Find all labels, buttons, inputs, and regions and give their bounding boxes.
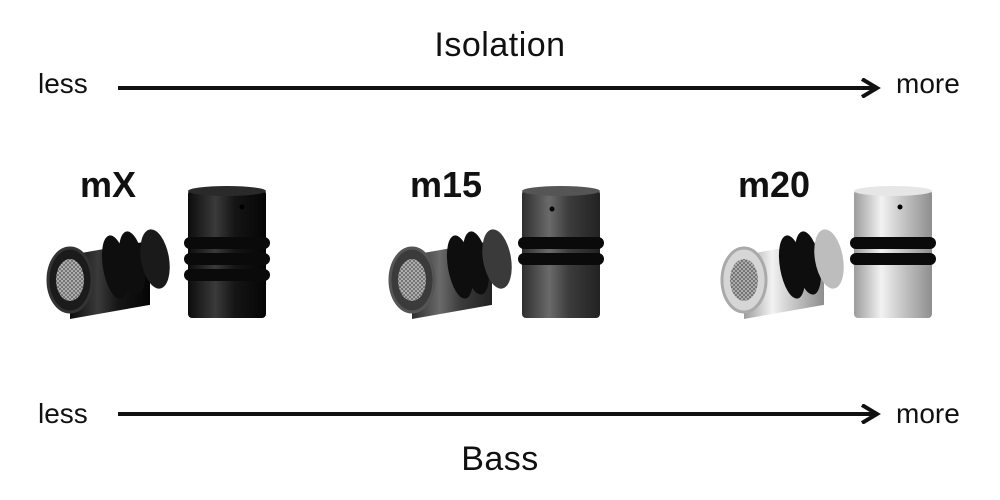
isolation-title: Isolation	[434, 26, 566, 64]
m20-filter-image	[704, 185, 944, 325]
model-label-mx: mX	[80, 164, 137, 205]
mx-filter-image	[30, 185, 270, 325]
isolation-arrow	[118, 78, 884, 98]
bass-title: Bass	[461, 440, 539, 478]
bass-less-label: less	[38, 398, 88, 429]
bass-more-label: more	[896, 398, 960, 429]
m15-filter-image	[372, 185, 612, 325]
bass-arrow	[118, 404, 884, 424]
isolation-more-label: more	[896, 68, 960, 99]
model-label-m15: m15	[410, 164, 483, 205]
model-label-m20: m20	[738, 164, 811, 205]
isolation-less-label: less	[38, 68, 88, 99]
